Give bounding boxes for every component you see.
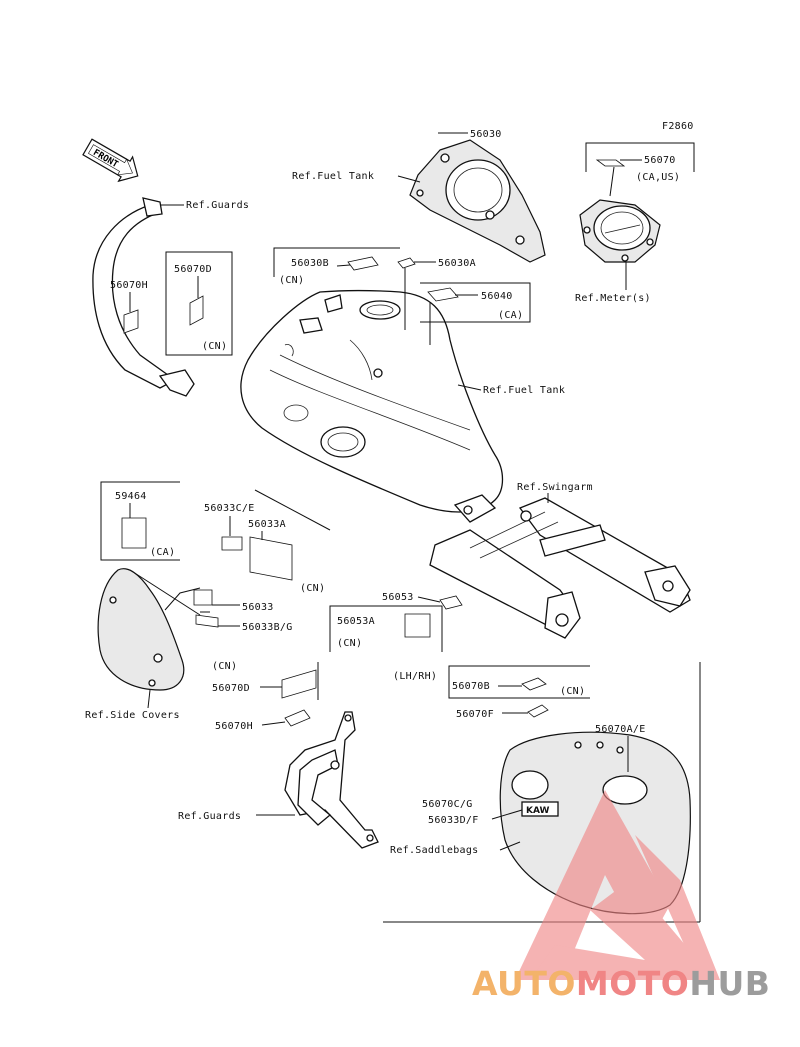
label-ca-us: (CA,US) [636, 172, 680, 183]
label-ca-56040: (CA) [498, 310, 523, 321]
label-56033: 56033 [242, 602, 274, 613]
label-56030B: 56030B [291, 258, 329, 269]
fuel-tank [240, 289, 504, 523]
label-cn-56070D: (CN) [212, 661, 237, 672]
label-ref-side-covers: Ref.Side Covers [85, 710, 180, 721]
label-ref-guards-lower: Ref.Guards [178, 811, 241, 822]
label-ref-fuel-tank-mid: Ref.Fuel Tank [483, 385, 565, 396]
label-56070H-top: 56070H [110, 280, 148, 291]
label-ref-fuel-tank-top: Ref.Fuel Tank [292, 171, 374, 182]
svg-text:KAW: KAW [526, 806, 550, 816]
label-ref-guards-top: Ref.Guards [186, 200, 249, 211]
label-ca-59464: (CA) [150, 547, 175, 558]
label-cn-56053A: (CN) [337, 638, 362, 649]
label-ref-saddlebags: Ref.Saddlebags [390, 845, 479, 856]
label-lh-rh: (LH/RH) [393, 671, 437, 682]
meter [579, 199, 661, 263]
label-cn-56030B: (CN) [279, 275, 304, 286]
swingarm [429, 497, 691, 639]
label-56040: 56040 [481, 291, 513, 302]
label-56070B: 56070B [452, 681, 490, 692]
label-56070H-lower: 56070H [215, 721, 253, 732]
upper-guard [92, 197, 195, 397]
label-cn-56070B: (CN) [560, 686, 585, 697]
label-56070AE: 56070A/E [595, 724, 646, 735]
label-59464: 59464 [115, 491, 147, 502]
label-56070D-box: 56070D [174, 264, 212, 275]
label-56053: 56053 [382, 592, 414, 603]
label-56070: 56070 [644, 155, 676, 166]
label-56033BG: 56033B/G [242, 622, 293, 633]
side-cover [97, 568, 185, 691]
automotohub-watermark-logo: AUTOMOTOHUB [472, 790, 770, 1003]
watermark-word-auto: AUTOMOTOHUB [472, 964, 770, 1003]
front-arrow-icon: FRONT [82, 138, 139, 183]
label-cn-box: (CN) [202, 341, 227, 352]
label-cn-56033A: (CN) [300, 583, 325, 594]
label-56033CE: 56033C/E [204, 503, 255, 514]
lower-guard [284, 711, 379, 849]
label-56053A: 56053A [337, 616, 375, 627]
label-56030: 56030 [470, 129, 502, 140]
label-56030A: 56030A [438, 258, 476, 269]
label-56033A: 56033A [248, 519, 286, 530]
fuel-tank-cover [409, 139, 546, 263]
label-56033DF: 56033D/F [428, 815, 479, 826]
label-ref-swingarm: Ref.Swingarm [517, 482, 593, 493]
label-56070F: 56070F [456, 709, 494, 720]
label-56070D-lower: 56070D [212, 683, 250, 694]
figure-code: F2860 [662, 121, 694, 132]
label-ref-meter: Ref.Meter(s) [575, 293, 651, 304]
label-56070CG: 56070C/G [422, 799, 473, 810]
